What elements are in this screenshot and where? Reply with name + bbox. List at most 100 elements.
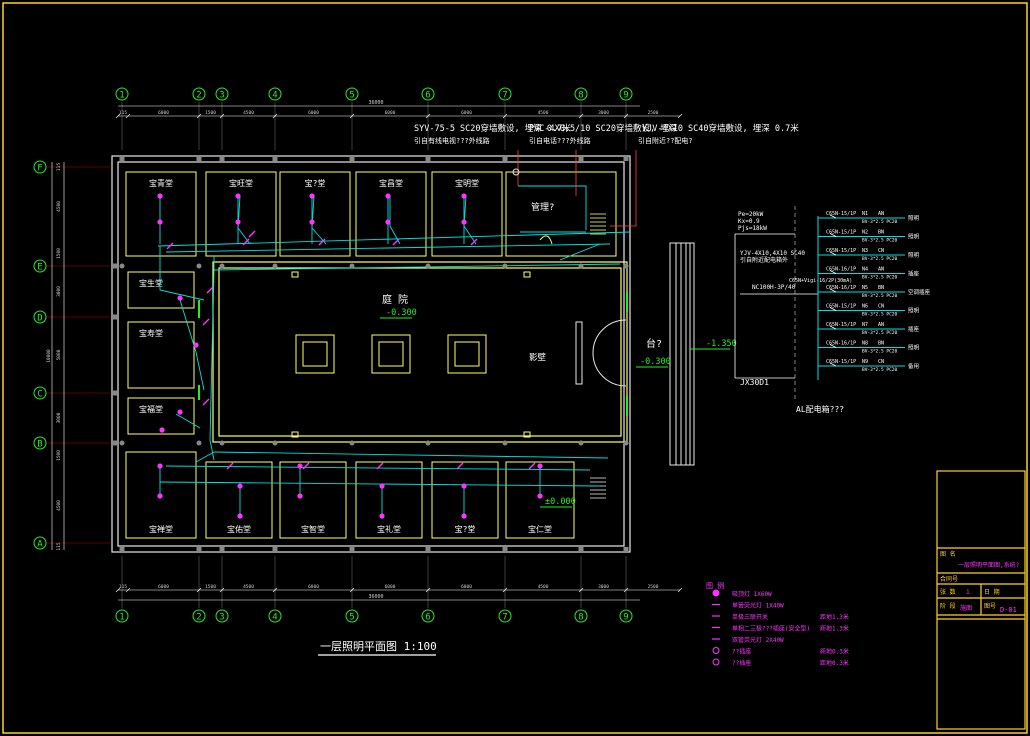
tb-sheets-value: 1 xyxy=(966,589,970,596)
outside-level: -1.350 xyxy=(706,339,737,349)
dim-tick-top-7 xyxy=(502,113,508,119)
room-top-label-0: 宝青堂 xyxy=(149,178,173,188)
dim-top-5: 6000 xyxy=(385,110,396,116)
circuit-run-10 xyxy=(518,185,587,230)
panel-cable-3: BV-3*2.5 PC20 xyxy=(862,275,898,281)
panel-phase-5: CN xyxy=(878,304,884,310)
circuit-run-4 xyxy=(213,451,609,459)
room-top-4 xyxy=(431,171,503,257)
switch-1 xyxy=(318,238,326,246)
column-top-7 xyxy=(578,156,584,161)
dim-bottom-7: 4500 xyxy=(538,584,549,590)
circuit-run-8 xyxy=(179,299,205,391)
bottom-light-4 xyxy=(461,483,467,489)
panel-circuit-id-2: N3 xyxy=(862,248,868,254)
distribution-panel: Pe=20kW Kx=0.9 Pjs=18kW YJV-4X10,4X10 SC… xyxy=(734,206,931,414)
courtyard-lamp-0 xyxy=(291,271,299,278)
column-top-5 xyxy=(425,156,431,161)
column-mid-bottom-2 xyxy=(219,440,225,446)
grid-bubble-bottom-7 xyxy=(498,609,512,623)
panel-use-3: 插座 xyxy=(908,270,920,278)
top-light-0 xyxy=(157,193,163,199)
panel-cable-1: BV-3*2.5 PC20 xyxy=(862,238,898,244)
left-light-2 xyxy=(177,409,183,415)
courtyard-lamp-3 xyxy=(523,431,531,438)
grid-bubble-left-C xyxy=(33,386,47,400)
dim-tick-bottom-7 xyxy=(502,587,508,593)
column-bottom-8 xyxy=(623,547,629,552)
top-light-2 xyxy=(309,193,315,199)
switch-4 xyxy=(248,230,256,238)
circuit-run-12 xyxy=(559,243,601,261)
circuit-run-0 xyxy=(157,231,631,247)
room-left-label-1: 宝寿堂 xyxy=(139,328,163,338)
grid-bubble-top-2 xyxy=(192,87,206,101)
room-top-label-3: 宝昌堂 xyxy=(379,178,403,188)
column-bottom-1 xyxy=(196,547,202,552)
grid-bubble-top-4 xyxy=(268,87,282,101)
dim-top-4: 6000 xyxy=(308,110,319,116)
bottom-light2-3 xyxy=(379,513,385,519)
dim-left-1: 4500 xyxy=(56,201,62,212)
grid-label-top-2: 2 xyxy=(196,91,201,101)
column-bottom-4 xyxy=(349,547,355,552)
switch-0 xyxy=(242,238,250,246)
top-light2-3 xyxy=(385,219,391,225)
rooms: 宝青堂宝旺堂宝?堂宝昌堂宝明堂宝生堂宝寿堂宝福堂宝禅堂宝佑堂宝智堂宝礼堂宝?堂宝… xyxy=(125,171,617,539)
bottom-light-5 xyxy=(537,463,543,469)
grid-bubble-top-3 xyxy=(215,87,229,101)
top-light-1 xyxy=(235,193,241,199)
dim-bottom-5: 6000 xyxy=(385,584,396,590)
panel-use-8: 备用 xyxy=(908,362,919,370)
dim-tick-top-8 xyxy=(578,113,584,119)
switch-2 xyxy=(392,238,400,246)
room-bottom-3 xyxy=(355,461,423,539)
panel-rcd: C65N+Vigi-16/2P(30mA) xyxy=(789,278,852,284)
grid-label-bottom-7: 7 xyxy=(502,613,507,623)
room-management xyxy=(505,171,617,257)
grid-bubble-left-A xyxy=(33,536,47,550)
room-left-label-2: 宝福堂 xyxy=(139,404,163,414)
grid-bubble-bottom-3 xyxy=(215,609,229,623)
room-left-0 xyxy=(127,271,195,309)
dim-tick-top-2 xyxy=(196,113,202,119)
room-top-label-2: 宝?堂 xyxy=(305,178,326,188)
bottom-light2-5 xyxy=(537,493,543,499)
green-openings xyxy=(198,292,628,416)
room-top-3 xyxy=(355,171,427,257)
column-top-2 xyxy=(219,156,225,161)
panel-use-7: 照明 xyxy=(908,345,920,352)
column-mid-top-8 xyxy=(623,263,629,269)
panel-box-name: JX30D1 xyxy=(740,378,769,387)
panel-use-6: 插座 xyxy=(908,325,920,333)
courtyard-level: -0.300 xyxy=(386,308,417,318)
dim-left-7: 4500 xyxy=(56,500,62,511)
tb-name-value: 一层照明平面图,系统? xyxy=(958,561,1020,569)
dim-bottom-0: 115 xyxy=(119,584,127,590)
panel-circuit-id-7: N8 xyxy=(862,341,868,347)
switch-10 xyxy=(528,462,536,470)
grid-label-bottom-8: 8 xyxy=(578,613,583,623)
legend-name-4: 双管荧光灯 2X40W xyxy=(732,636,784,644)
panel-breaker-symbol-6 xyxy=(829,325,837,330)
grid-bubble-bottom-2 xyxy=(192,609,206,623)
bottom-light2-4 xyxy=(461,513,467,519)
panel-breaker-7: C65N-16/1P xyxy=(826,341,856,347)
courtyard-label: 庭 院 xyxy=(382,293,408,306)
tb-sheets-label: 张 数 xyxy=(940,588,956,596)
grid-label-top-7: 7 xyxy=(502,91,507,101)
cable-note-2: PVC-4X0.5/10 SC20穿墙敷设, 埋深 xyxy=(529,123,678,134)
switch-11 xyxy=(202,318,210,326)
panel-phase-6: AN xyxy=(878,322,884,328)
tb-stage-label: 阶 段 xyxy=(940,602,956,610)
column-top-8 xyxy=(623,156,629,161)
legend-note-5: 距地0.3米 xyxy=(820,648,849,656)
dim-tick-top-0 xyxy=(115,113,121,119)
dim-tick-bottom-1 xyxy=(125,587,131,593)
grid-label-bottom-1: 1 xyxy=(119,613,124,623)
grid-label-left-C: C xyxy=(37,390,42,400)
dim-bottom-2: 1500 xyxy=(205,584,216,590)
switch-5 xyxy=(166,242,174,250)
panel-cable-8: BV-3*2.5 PC20 xyxy=(862,367,898,373)
column-mid-top-1 xyxy=(196,263,202,269)
